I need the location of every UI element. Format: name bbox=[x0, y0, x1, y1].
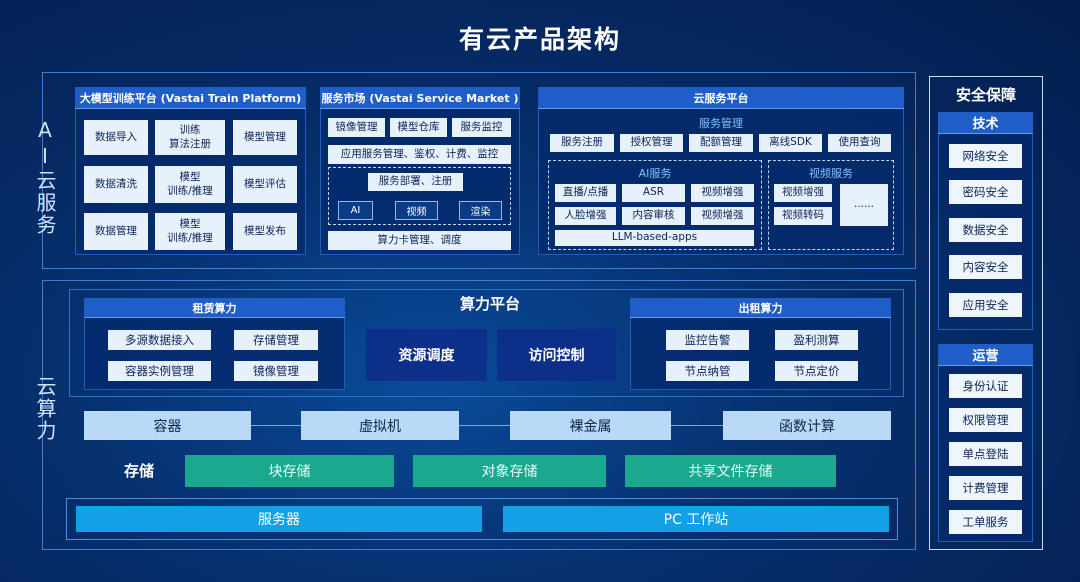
storage-block[interactable]: 块存储 bbox=[185, 455, 394, 487]
ops-item[interactable]: 身份认证 bbox=[949, 374, 1022, 398]
ai-service-title: AI服务 bbox=[638, 167, 672, 180]
lease-header: 租赁算力 bbox=[84, 298, 345, 318]
mgmt-item[interactable]: 使用查询 bbox=[828, 134, 891, 152]
train-item[interactable]: 训练 算法注册 bbox=[155, 120, 225, 155]
tech-item[interactable]: 网络安全 bbox=[949, 144, 1022, 168]
ops-header: 运营 bbox=[938, 344, 1033, 366]
rent-item[interactable]: 节点定价 bbox=[775, 361, 858, 381]
ai-service-side-label: AI云服务 bbox=[33, 118, 57, 236]
page-title: 有云产品架构 bbox=[458, 25, 621, 54]
train-item[interactable]: 模型 训练/推理 bbox=[155, 166, 225, 203]
market-item[interactable]: 模型仓库 bbox=[390, 118, 447, 137]
engine-video[interactable]: 视频 bbox=[395, 201, 438, 220]
compute-platform-frame bbox=[69, 289, 904, 397]
service-market-header: 服务市场 (Vastai Service Market ) bbox=[320, 87, 520, 109]
hardware-frame bbox=[66, 498, 898, 540]
train-platform-header: 大模型训练平台 (Vastai Train Platform) bbox=[75, 87, 306, 109]
storage-shared-file[interactable]: 共享文件存储 bbox=[625, 455, 836, 487]
ai-service-frame bbox=[42, 72, 916, 269]
runtime-function[interactable]: 函数计算 bbox=[723, 411, 891, 440]
market-app-mgmt[interactable]: 应用服务管理、鉴权、计费、监控 bbox=[328, 145, 511, 164]
market-item[interactable]: 服务监控 bbox=[452, 118, 511, 137]
cloud-platform-panel bbox=[538, 87, 904, 255]
storage-object[interactable]: 对象存储 bbox=[413, 455, 606, 487]
storage-label: 存储 bbox=[124, 462, 155, 480]
engine-ai[interactable]: AI bbox=[338, 201, 373, 220]
security-title: 安全保障 bbox=[955, 86, 1016, 104]
mgmt-item[interactable]: 配额管理 bbox=[689, 134, 753, 152]
service-market-panel bbox=[320, 87, 520, 255]
train-item[interactable]: 数据清洗 bbox=[84, 166, 148, 203]
lease-item[interactable]: 镜像管理 bbox=[234, 361, 318, 381]
card-mgmt[interactable]: 算力卡管理、调度 bbox=[328, 231, 511, 250]
deploy-register[interactable]: 服务部署、注册 bbox=[368, 173, 463, 191]
rent-item[interactable]: 盈利测算 bbox=[775, 330, 858, 350]
tech-header: 技术 bbox=[938, 112, 1033, 134]
mgmt-item[interactable]: 离线SDK bbox=[759, 134, 822, 152]
rent-header: 出租算力 bbox=[630, 298, 891, 318]
deploy-group bbox=[328, 167, 511, 225]
hardware-server[interactable]: 服务器 bbox=[76, 506, 482, 532]
train-item[interactable]: 模型管理 bbox=[233, 120, 297, 155]
mgmt-item[interactable]: 服务注册 bbox=[550, 134, 614, 152]
ai-service-item[interactable]: 视频增强 bbox=[691, 184, 754, 202]
video-service-more[interactable]: ...... bbox=[840, 184, 888, 226]
ai-service-item[interactable]: 人脸增强 bbox=[555, 207, 616, 225]
lease-item[interactable]: 存储管理 bbox=[234, 330, 318, 350]
ops-item[interactable]: 计费管理 bbox=[949, 476, 1022, 500]
rent-item[interactable]: 节点纳管 bbox=[666, 361, 749, 381]
hardware-pc[interactable]: PC 工作站 bbox=[503, 506, 889, 532]
video-service-item[interactable]: 视频转码 bbox=[774, 207, 832, 225]
train-item[interactable]: 数据导入 bbox=[84, 120, 148, 155]
mgmt-item[interactable]: 授权管理 bbox=[620, 134, 683, 152]
tech-item[interactable]: 内容安全 bbox=[949, 255, 1022, 279]
cloud-platform-header: 云服务平台 bbox=[538, 87, 904, 109]
lease-item[interactable]: 容器实例管理 bbox=[108, 361, 211, 381]
video-service-item[interactable]: 视频增强 bbox=[774, 184, 832, 202]
lease-item[interactable]: 多源数据接入 bbox=[108, 330, 211, 350]
llm-apps[interactable]: LLM-based-apps bbox=[555, 230, 754, 246]
ops-item[interactable]: 单点登陆 bbox=[949, 442, 1022, 466]
video-service-group bbox=[768, 160, 894, 250]
ai-service-group bbox=[548, 160, 762, 250]
service-mgmt-title: 服务管理 bbox=[699, 117, 743, 130]
security-frame bbox=[929, 76, 1043, 550]
runtime-connector bbox=[251, 425, 723, 426]
ai-service-item[interactable]: 内容审核 bbox=[622, 207, 685, 225]
runtime-baremetal[interactable]: 裸金属 bbox=[510, 411, 671, 440]
access-control[interactable]: 访问控制 bbox=[497, 329, 616, 381]
market-item[interactable]: 镜像管理 bbox=[328, 118, 385, 137]
runtime-container[interactable]: 容器 bbox=[84, 411, 251, 440]
train-item[interactable]: 模型发布 bbox=[233, 213, 297, 250]
engine-render[interactable]: 渲染 bbox=[459, 201, 502, 220]
tech-item[interactable]: 数据安全 bbox=[949, 218, 1022, 242]
train-item[interactable]: 模型 训练/推理 bbox=[155, 213, 225, 250]
runtime-vm[interactable]: 虚拟机 bbox=[301, 411, 459, 440]
ai-service-item[interactable]: ASR bbox=[622, 184, 685, 202]
rent-item[interactable]: 监控告警 bbox=[666, 330, 749, 350]
tech-item[interactable]: 应用安全 bbox=[949, 293, 1022, 317]
ops-item[interactable]: 工单服务 bbox=[949, 510, 1022, 534]
resource-scheduling[interactable]: 资源调度 bbox=[366, 329, 487, 381]
ops-item[interactable]: 权限管理 bbox=[949, 408, 1022, 432]
compute-side-label: 云算力 bbox=[33, 376, 57, 442]
tech-item[interactable]: 密码安全 bbox=[949, 180, 1022, 204]
ai-service-item[interactable]: 直播/点播 bbox=[555, 184, 616, 202]
train-item[interactable]: 数据管理 bbox=[84, 213, 148, 250]
video-service-title: 视频服务 bbox=[809, 167, 853, 180]
compute-frame bbox=[42, 280, 916, 550]
train-item[interactable]: 模型评估 bbox=[233, 166, 297, 203]
compute-platform-title: 算力平台 bbox=[459, 295, 520, 313]
ai-service-item[interactable]: 视频增强 bbox=[691, 207, 754, 225]
